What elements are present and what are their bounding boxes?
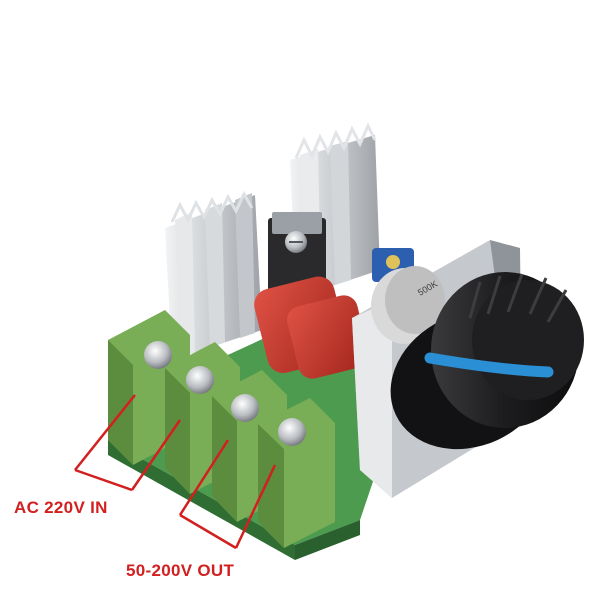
input-voltage-label: AC 220V IN [14, 498, 108, 517]
terminal-block [108, 310, 335, 548]
terminal-screw-2 [186, 366, 214, 394]
potentiometer-body: 500K [371, 266, 445, 344]
heatsink-left [165, 190, 262, 360]
output-voltage-label: 50-200V OUT [126, 561, 235, 580]
knob-indicator-stripe [424, 352, 554, 378]
output-callout-line [178, 439, 277, 550]
capacitor-2 [287, 295, 369, 379]
terminal-screw-3 [231, 394, 259, 422]
terminal-screw-1 [144, 341, 172, 369]
input-callout-line [74, 394, 182, 492]
control-knob [390, 272, 584, 450]
terminal-4 [258, 398, 335, 548]
terminal-screw-4 [278, 418, 306, 446]
